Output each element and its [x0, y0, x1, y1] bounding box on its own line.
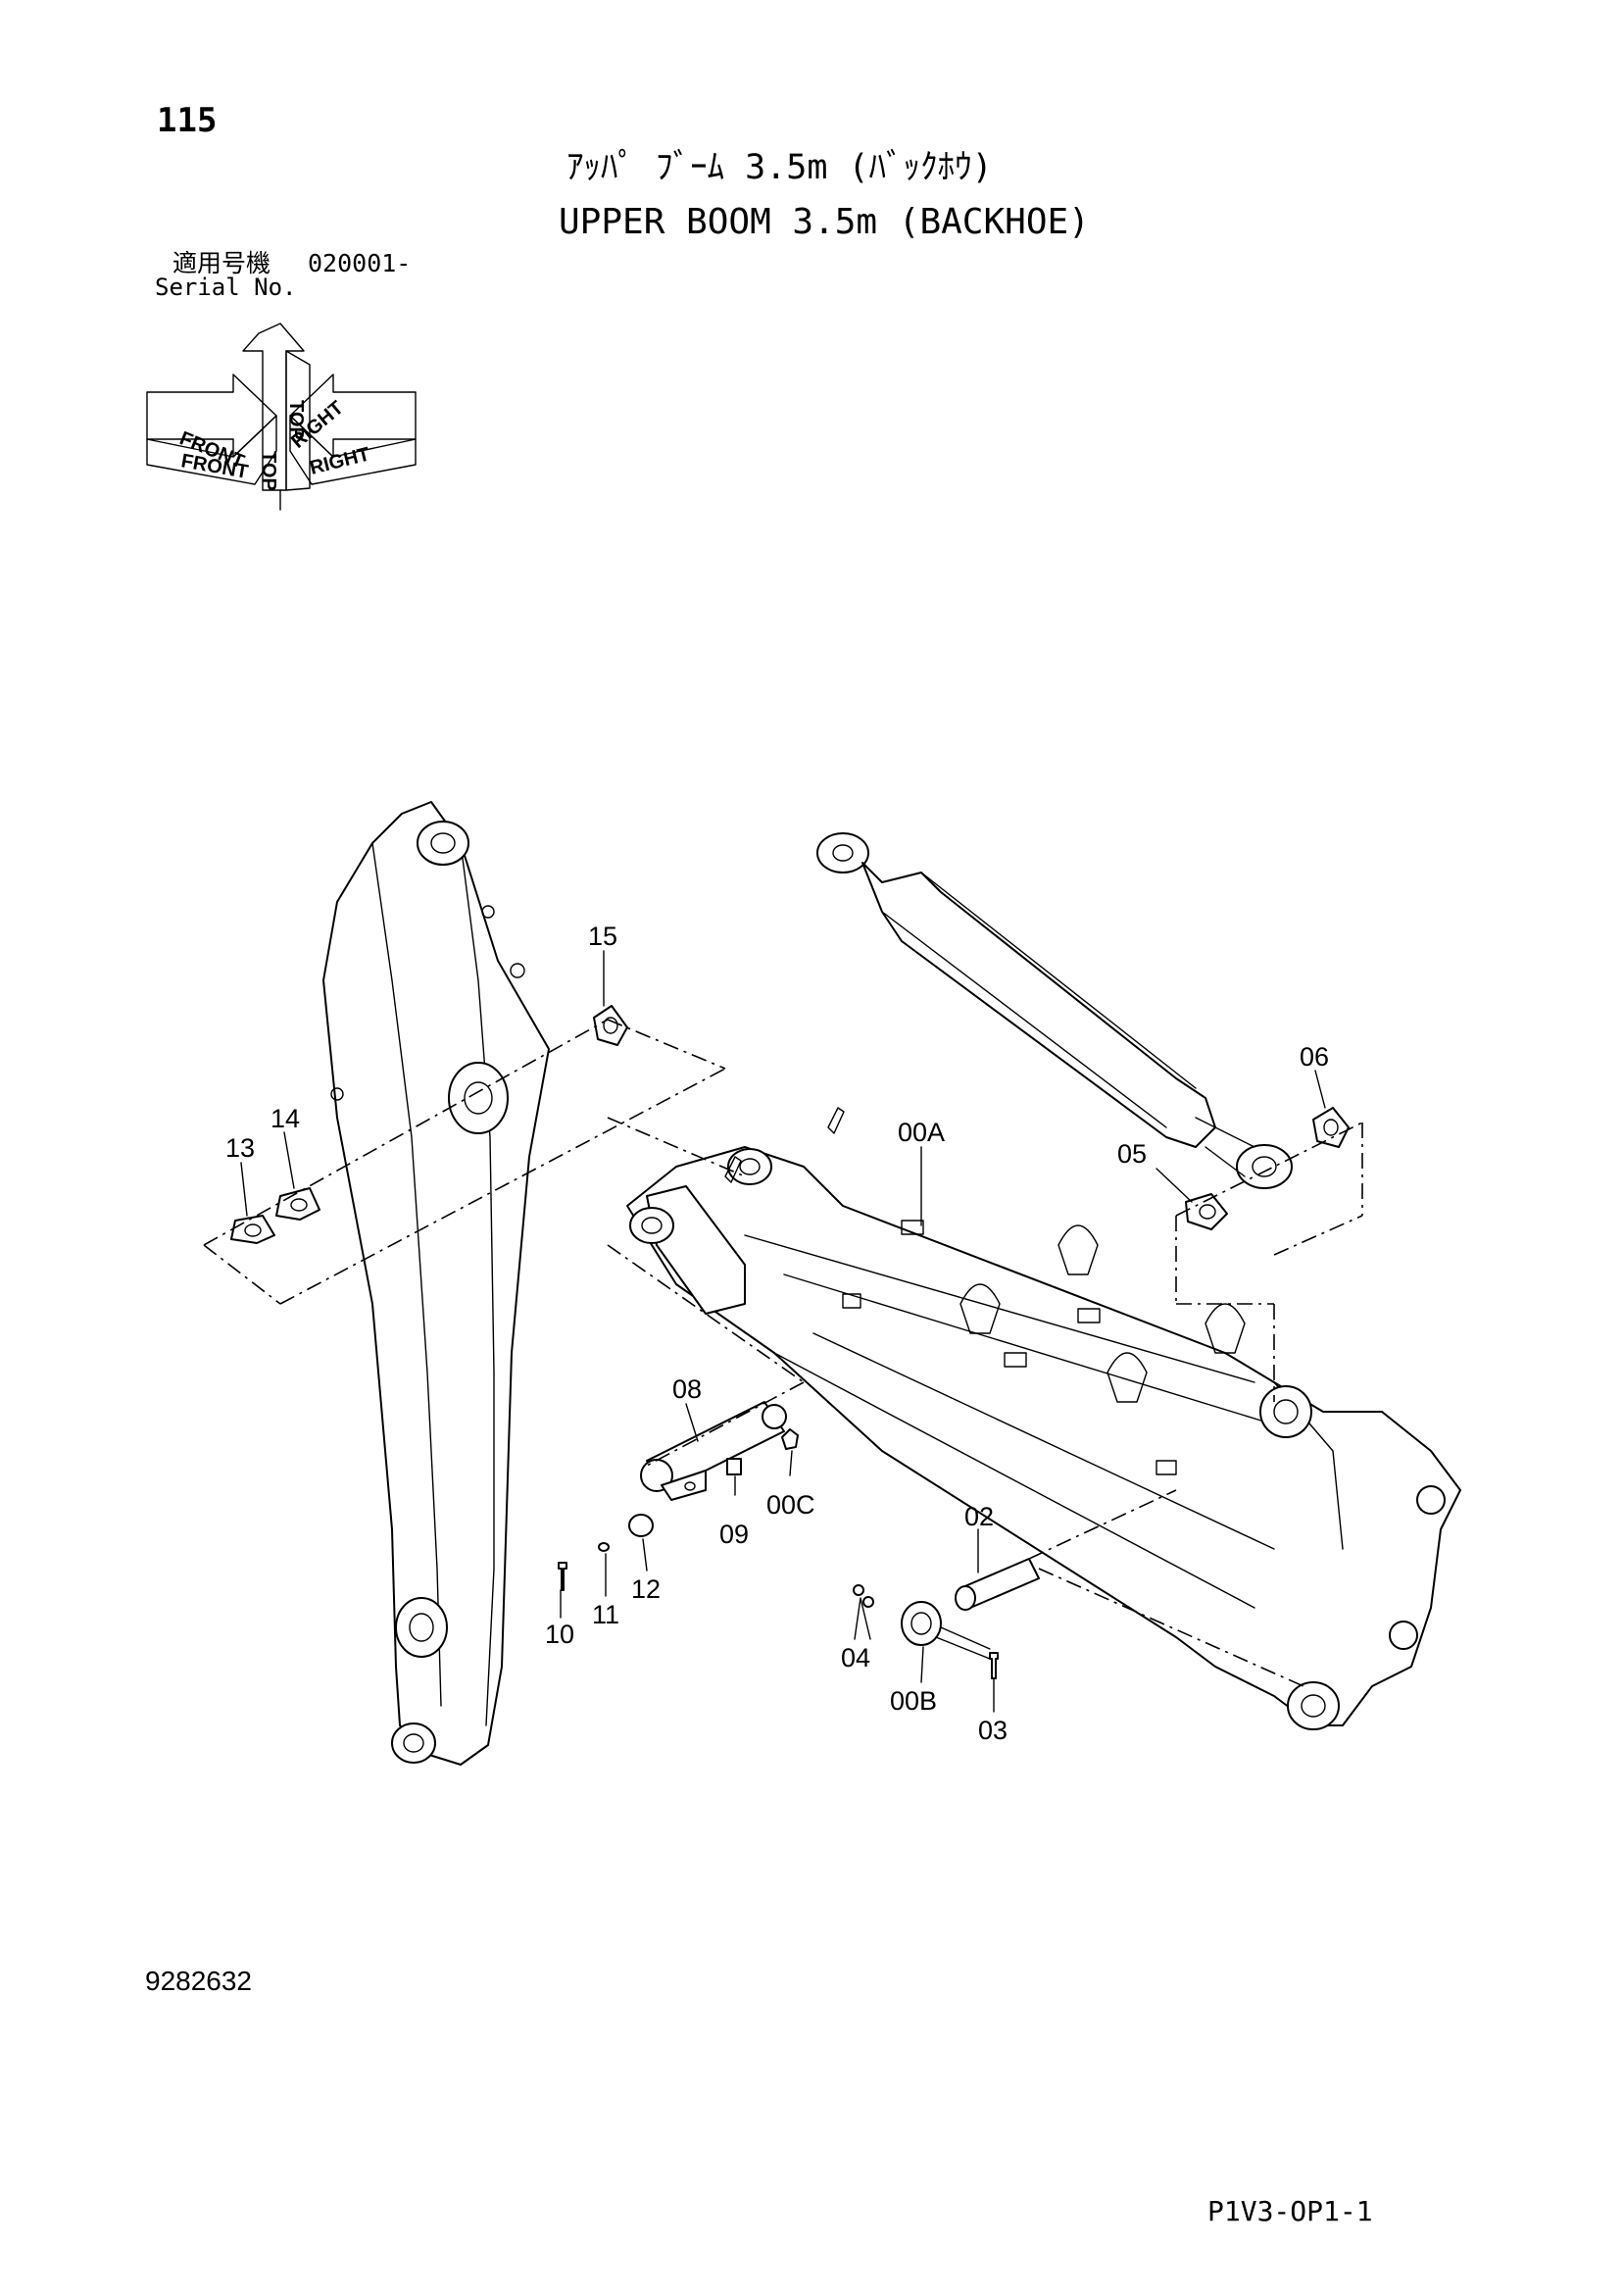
orientation-top-label: TOP: [258, 451, 279, 491]
assembly-center-lines: [203, 1019, 1363, 1687]
callout-11: 11: [592, 1600, 619, 1629]
callout-10: 10: [545, 1620, 574, 1649]
callout-leader-lines: [240, 950, 1326, 1713]
pin-02-drawing: [853, 1558, 1040, 1679]
orientation-right-label-2: RIGHT: [308, 443, 372, 478]
washer-06-icon: [1312, 1107, 1350, 1148]
serial-label-japanese: 適用号機: [172, 249, 271, 277]
pin-08-drawing: [558, 1401, 799, 1591]
washer-14-icon: [275, 1187, 320, 1221]
serial-label-english: Serial No.: [155, 274, 297, 301]
title-english: UPPER BOOM 3.5m (BACKHOE): [559, 202, 1090, 242]
callout-02: 02: [964, 1502, 994, 1531]
callout-09: 09: [719, 1520, 749, 1549]
callout-00b: 00B: [890, 1686, 937, 1716]
callout-05: 05: [1117, 1139, 1147, 1169]
document-number: 9282632: [145, 1966, 253, 1996]
callout-12: 12: [631, 1574, 661, 1604]
washer-13-icon: [230, 1215, 275, 1244]
serial-number-value: 020001-: [308, 249, 412, 277]
page-code: P1V3-OP1-1: [1207, 2195, 1373, 2227]
callout-00c: 00C: [766, 1490, 815, 1520]
callout-03: 03: [978, 1716, 1008, 1745]
callout-04: 04: [841, 1643, 870, 1672]
callout-08: 08: [672, 1374, 702, 1404]
title-japanese: ｱｯﾊﾟ ﾌﾞｰﾑ 3.5m (ﾊﾞｯｸﾎｳ): [566, 148, 993, 187]
upper-boom-drawing: [626, 1107, 1461, 1730]
orientation-top-label-2: TOP: [285, 400, 307, 440]
callout-06: 06: [1300, 1042, 1329, 1072]
boom-arm-drawing: [322, 801, 550, 1766]
page-number: 115: [157, 101, 218, 140]
callout-13: 13: [225, 1133, 255, 1163]
orientation-indicator-icon: TOP TOP FRONT FRONT RIGHT RIGHT: [146, 323, 417, 511]
callout-14: 14: [270, 1104, 300, 1133]
washer-05-icon: [1185, 1193, 1228, 1230]
washer-15-icon: [593, 1005, 628, 1046]
callout-00a: 00A: [898, 1118, 945, 1147]
callout-15: 15: [588, 922, 617, 951]
hydraulic-cylinder-drawing: [816, 832, 1293, 1189]
